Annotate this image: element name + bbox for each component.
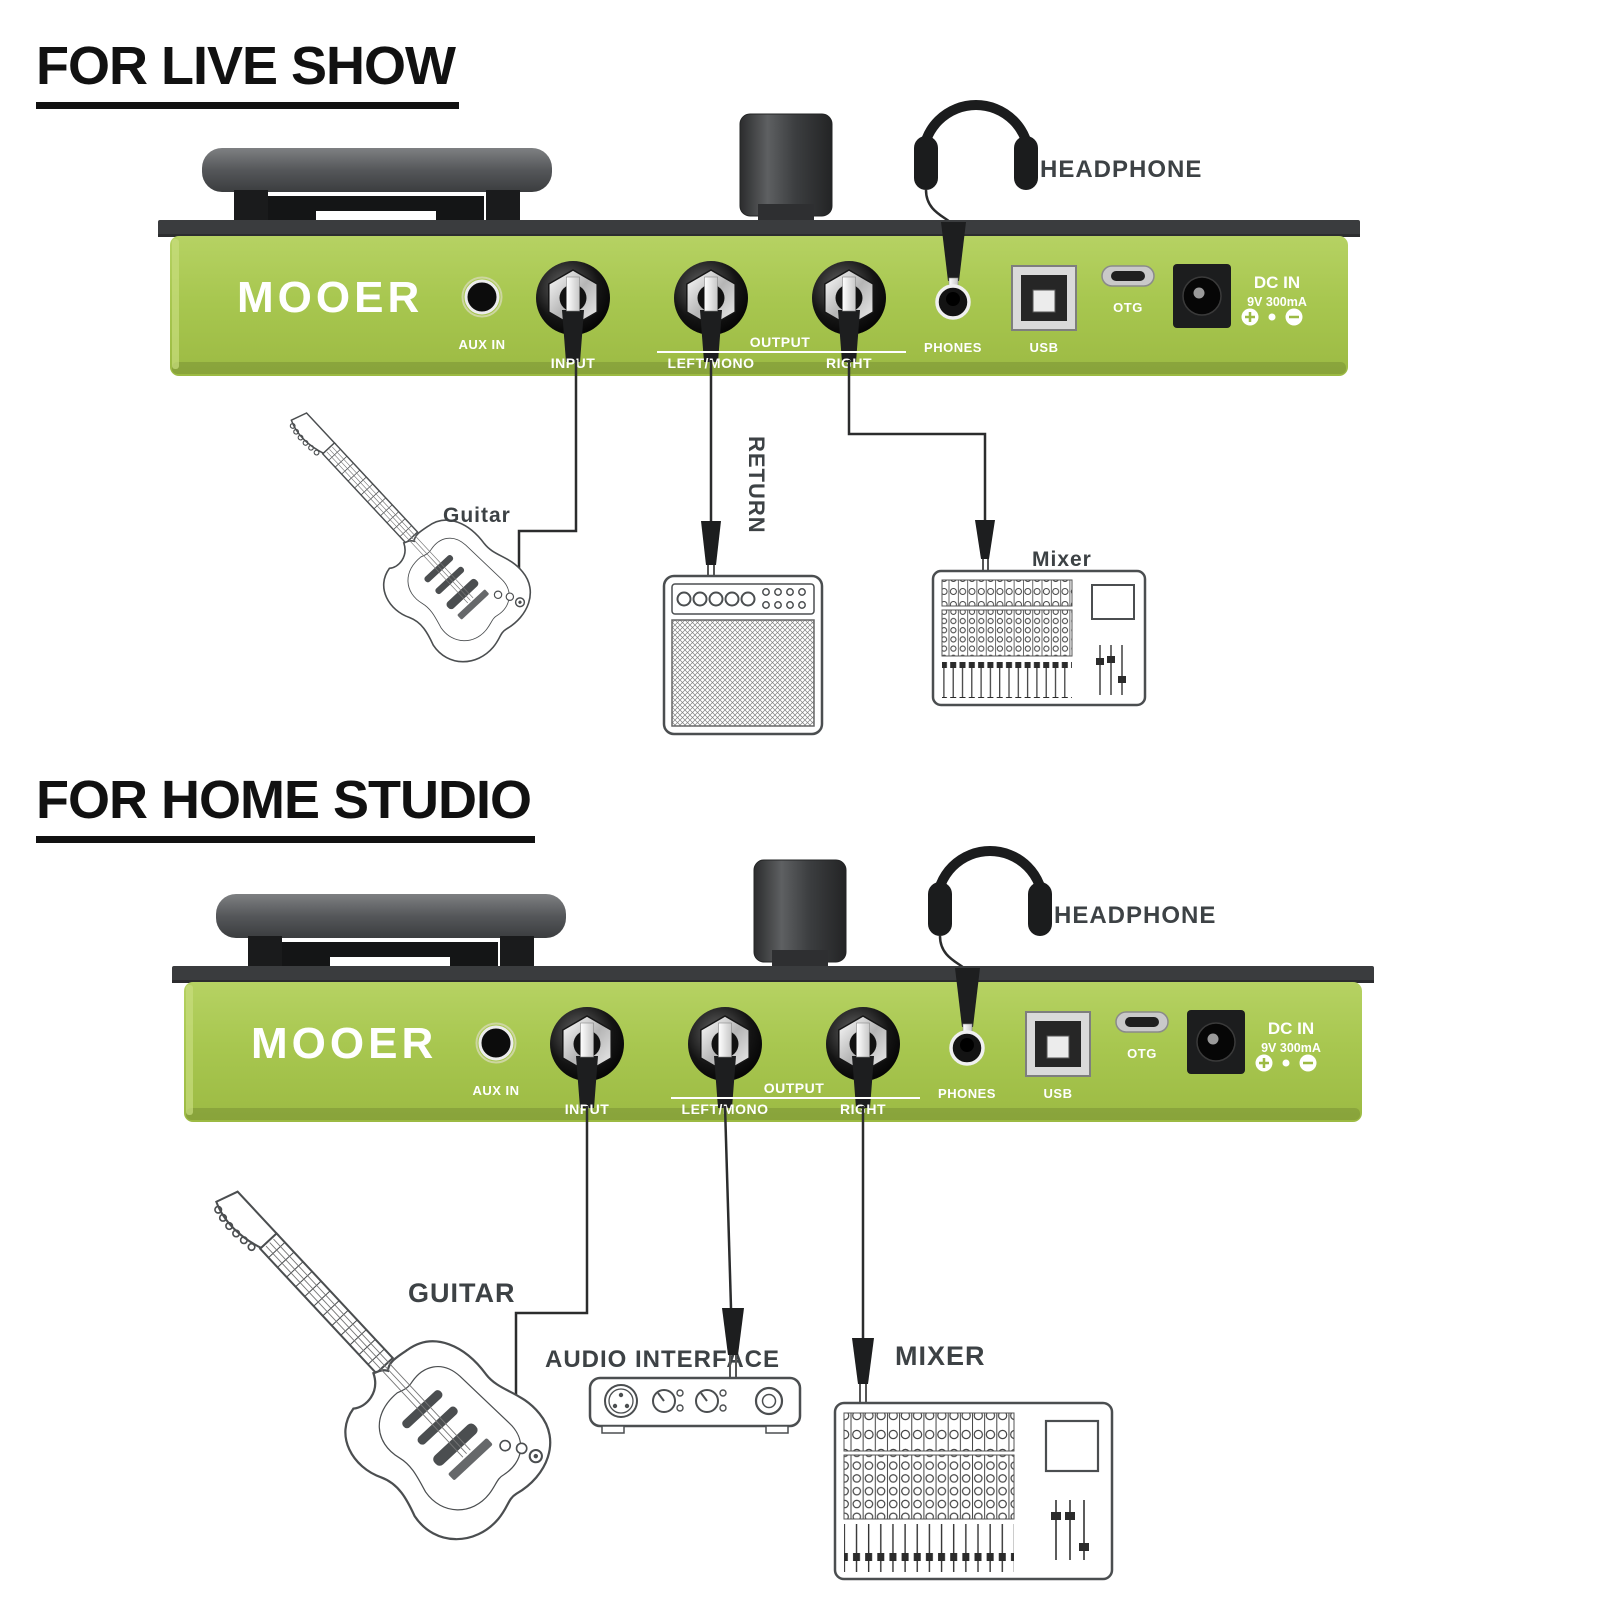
amp-plug (701, 521, 721, 578)
section-title-home: FOR HOME STUDIO (36, 772, 535, 843)
cables-live (517, 360, 987, 598)
section-title-live: FOR LIVE SHOW (36, 38, 459, 109)
audio-interface-illustration (588, 1376, 802, 1434)
guitar-label-live: Guitar (443, 504, 511, 527)
device-unit-live (158, 105, 1360, 376)
mixer-illustration-live (931, 569, 1147, 707)
cables-home (514, 1105, 865, 1403)
mixer-plug-live (975, 520, 995, 572)
return-label: RETURN (744, 436, 769, 534)
cable-input-to-guitar (514, 1106, 589, 1403)
audio-interface-label: AUDIO INTERFACE (545, 1346, 780, 1373)
cable-left-to-interface (723, 1105, 733, 1309)
live-show-diagram: Guitar RETURN Mixer (158, 105, 1360, 736)
mixer-label-home: MIXER (895, 1341, 986, 1371)
cable-right-to-mixer (847, 360, 987, 522)
guitar-label-home: GUITAR (408, 1278, 516, 1308)
mixer-plug-home (852, 1338, 874, 1403)
cable-input-to-guitar (517, 360, 578, 598)
home-studio-diagram: GUITAR AUDIO INTERFACE MIXER (161, 851, 1374, 1581)
interface-plug (722, 1308, 744, 1378)
mixer-illustration-home (833, 1401, 1114, 1581)
guitar-illustration-home (161, 1137, 575, 1565)
amp-illustration (662, 574, 824, 736)
device-unit-home (172, 851, 1374, 1122)
mixer-label-live: Mixer (1032, 548, 1092, 571)
